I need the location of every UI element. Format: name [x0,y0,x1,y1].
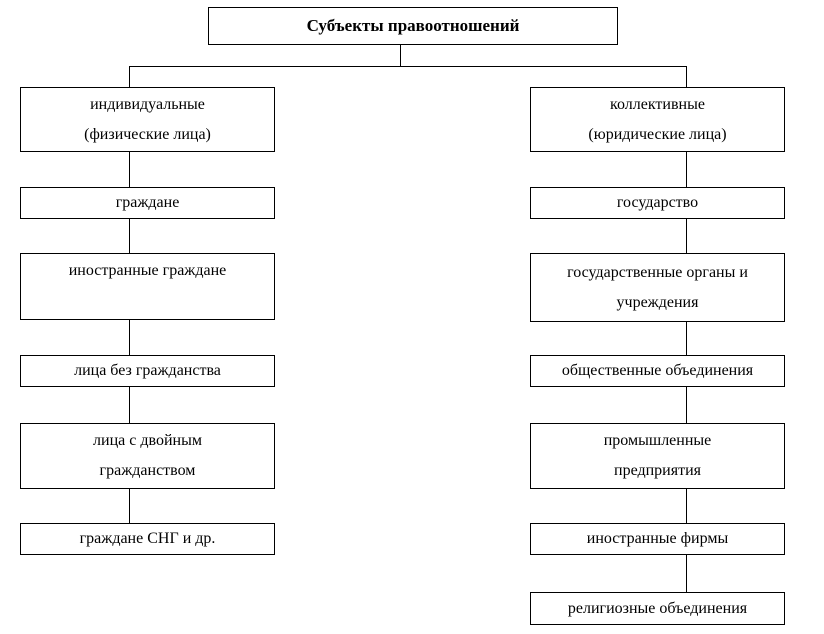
connector-left-branch-drop [129,66,130,87]
box-text-line: государство [616,194,699,211]
box-state: государство [530,187,785,219]
box-text-line: предприятия [614,462,701,479]
connector-right-5 [686,489,687,523]
box-text-line: общественные объединения [561,362,754,379]
box-text-line: религиозные объединения [567,599,748,617]
connector-title-vertical [400,45,401,66]
connector-left-3 [129,320,130,355]
box-foreign-firms: иностранные фирмы [530,523,785,555]
box-individual-header: индивидуальные (физические лица) [20,87,275,152]
box-public-associations: общественные объединения [530,355,785,387]
box-text-line: лица без гражданства [74,362,221,379]
connector-branch-horizontal [129,66,687,67]
box-text-line: иностранные фирмы [586,530,729,547]
box-text-line: гражданством [99,462,196,479]
box-text-line: коллективные [610,95,705,113]
title-text: Субъекты правоотношений [306,16,520,35]
box-religious-associations: религиозные объединения [530,592,785,625]
box-foreign-citizens: иностранные граждане [20,253,275,320]
connector-right-2 [686,219,687,253]
connector-right-branch-drop [686,66,687,87]
connector-left-5 [129,489,130,523]
box-dual-citizenship: лица с двойным гражданством [20,423,275,489]
connector-right-3 [686,322,687,355]
box-text-line: учреждения [616,293,699,311]
connector-left-1 [129,152,130,187]
box-text-line: граждане СНГ и др. [79,530,216,547]
connector-left-2 [129,219,130,253]
connector-left-4 [129,387,130,423]
box-citizens: граждане [20,187,275,219]
connector-right-4 [686,387,687,423]
box-cis-citizens: граждане СНГ и др. [20,523,275,555]
box-industrial-enterprises: промышленные предприятия [530,423,785,489]
box-stateless-persons: лица без гражданства [20,355,275,387]
box-text-line: иностранные граждане [68,262,227,279]
connector-right-1 [686,152,687,187]
box-text-line: (физические лица) [84,125,211,143]
box-collective-header: коллективные (юридические лица) [530,87,785,152]
box-text-line: государственные органы и [567,263,748,281]
box-text-line: (юридические лица) [588,125,727,143]
connector-right-6 [686,555,687,592]
box-text-line: граждане [115,194,180,211]
box-text-line: индивидуальные [90,95,205,113]
box-text-line: промышленные [603,432,712,449]
box-state-organs: государственные органы и учреждения [530,253,785,322]
title-box: Субъекты правоотношений [208,7,618,45]
box-text-line: лица с двойным [93,432,202,449]
